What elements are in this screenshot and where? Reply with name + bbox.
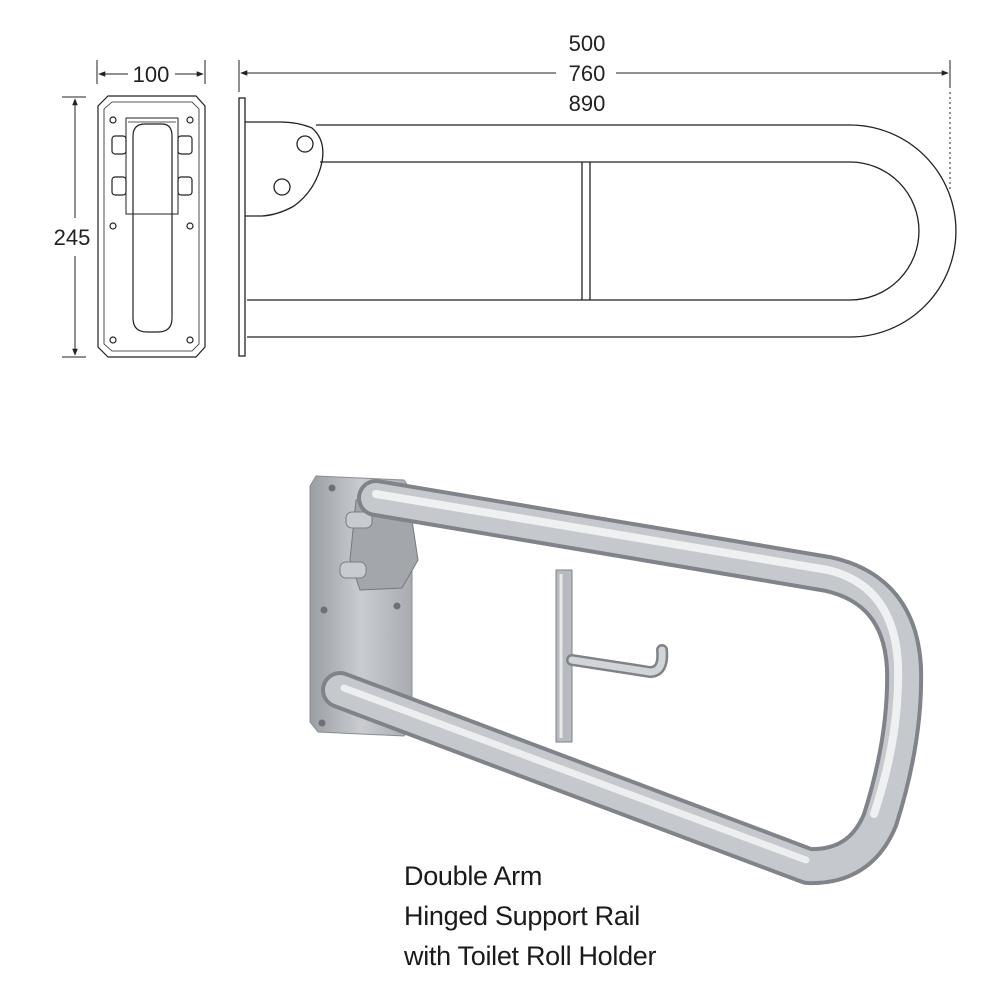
length-890-label: 890 — [569, 91, 606, 116]
length-500-label: 500 — [569, 31, 606, 56]
plate-width-label: 100 — [133, 62, 170, 87]
rail-side-view — [238, 97, 957, 357]
wall-plate-front-view — [97, 95, 206, 358]
plate-height-label: 245 — [54, 225, 91, 250]
dimension-plate-height: 245 — [54, 96, 91, 358]
rail-product-image — [309, 475, 924, 886]
product-caption: Double Arm Hinged Support Rail with Toil… — [404, 856, 964, 976]
dimension-rail-length: 500 760 890 — [238, 31, 951, 190]
caption-line-3: with Toilet Roll Holder — [404, 941, 657, 971]
caption-line-2: Hinged Support Rail — [404, 901, 640, 931]
caption-line-1: Double Arm — [404, 861, 543, 891]
length-760-label: 760 — [569, 61, 606, 86]
dimension-plate-width: 100 — [96, 60, 206, 87]
